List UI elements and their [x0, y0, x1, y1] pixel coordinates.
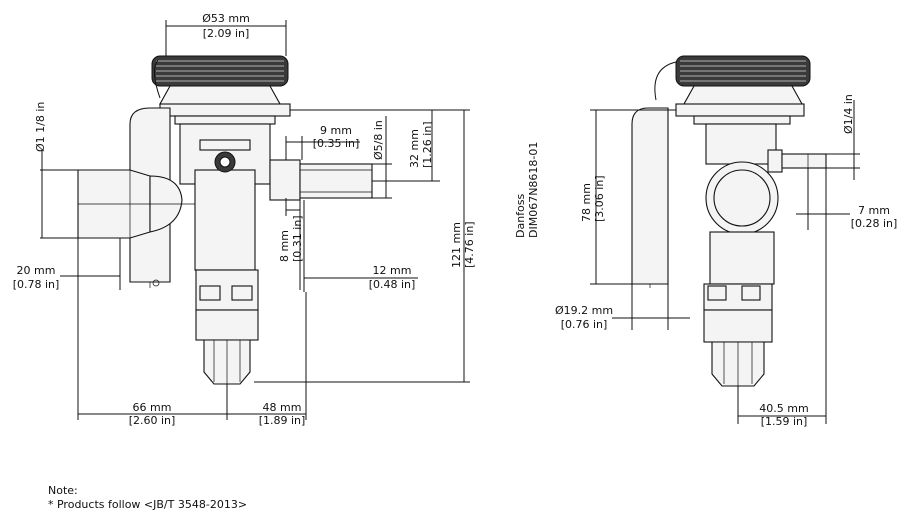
dim-20-mm: 20 mm: [17, 264, 56, 277]
capillary-tube-side: [654, 61, 677, 101]
dim-9-mm: 9 mm: [320, 124, 352, 137]
dim-5-8-in: Ø5/8 in: [372, 120, 385, 160]
dim-53-in: [2.09 in]: [203, 27, 250, 40]
dim-8-in: [0.31 in]: [291, 215, 304, 262]
capillary-tube: [154, 59, 161, 99]
dim-19-2-in: [0.76 in]: [561, 318, 608, 331]
dim-8-mm: 8 mm: [278, 230, 291, 262]
dim-48-mm: 48 mm: [263, 401, 302, 414]
dim-12-mm: 12 mm: [373, 264, 412, 277]
front-view: Ø53 mm [2.09 in] Ø1 1/8 in 20 mm [0.78 i…: [13, 12, 476, 427]
power-head-side: [675, 55, 811, 125]
dim-66-in: [2.60 in]: [129, 414, 176, 427]
dim-19-2-mm: Ø19.2 mm: [555, 304, 613, 317]
dim-53-mm: Ø53 mm: [202, 12, 250, 25]
dim-7-in: [0.28 in]: [851, 217, 898, 230]
dim-121-in: [4.76 in]: [463, 221, 476, 268]
dim-66-mm: 66 mm: [133, 401, 172, 414]
dim-40-5-in: [1.59 in]: [761, 415, 808, 428]
dim-78-in: [3.06 in]: [593, 175, 606, 222]
drawing-number: DIM067N8618-01: [527, 142, 540, 238]
dim-20-in: [0.78 in]: [13, 278, 60, 291]
valve-body-side: [703, 123, 827, 387]
dim-7-mm: 7 mm: [858, 204, 890, 217]
note-title: Note:: [48, 484, 78, 497]
outlet-connection: [269, 159, 373, 201]
dim-32-mm: 32 mm: [408, 129, 421, 168]
dim-1-1-8-in: Ø1 1/8 in: [34, 102, 47, 152]
valve-body: [179, 123, 271, 271]
dim-1-4-in: Ø1/4 in: [842, 94, 855, 134]
note-line: * Products follow <JB/T 3548-2013>: [48, 498, 248, 511]
dim-32-in: [1.26 in]: [421, 121, 434, 168]
dim-40-5-mm: 40.5 mm: [759, 402, 808, 415]
lower-stem: [195, 269, 259, 385]
dim-12-in: [0.48 in]: [369, 278, 416, 291]
dim-48-in: [1.89 in]: [259, 414, 306, 427]
dim-78-mm: 78 mm: [580, 183, 593, 222]
drawing-brand: Danfoss: [514, 193, 527, 238]
sensing-bulb-side: [631, 107, 669, 285]
side-view: 78 mm [3.06 in] Ø19.2 mm [0.76 in] Ø1/4 …: [555, 55, 898, 428]
power-head: [151, 55, 291, 125]
dim-121-mm: 121 mm: [450, 222, 463, 268]
dim-9-in: [0.35 in]: [313, 137, 360, 150]
